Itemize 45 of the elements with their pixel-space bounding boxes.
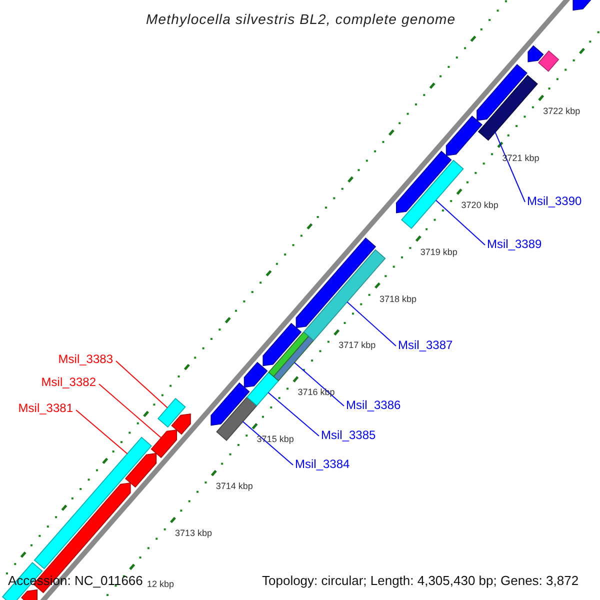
gene-block	[246, 372, 280, 406]
gene-block	[538, 50, 560, 72]
gene-block	[528, 45, 544, 62]
gene-block	[396, 150, 452, 214]
gene-block	[268, 331, 314, 382]
scale-label: 3720 kbp	[461, 198, 498, 212]
gene-label: Msil_3385	[321, 428, 376, 443]
scale-label: 3713 kbp	[175, 527, 212, 540]
scale-label: 3722 kbp	[543, 104, 580, 118]
gene-label: Msil_3389	[487, 237, 542, 252]
gene-block	[446, 116, 482, 156]
scale-label: 3714 kbp	[216, 480, 253, 494]
gene-label: Msil_3383	[58, 352, 113, 367]
title: Methylocella silvestris BL2, complete genome	[146, 10, 456, 29]
gene-block	[262, 322, 302, 366]
leader-line	[494, 132, 526, 202]
gene-block	[244, 362, 268, 388]
leader-line	[435, 200, 486, 246]
gene-block	[21, 589, 38, 600]
gene-block	[171, 413, 191, 435]
leader-line	[98, 384, 162, 438]
genome-info-text: Topology: circular; Length: 4,305,430 bp; Genes: 3,872	[262, 574, 579, 588]
accession-text: Accession: NC_011666	[8, 574, 143, 588]
gene-block	[210, 382, 250, 426]
gene-block	[296, 238, 376, 328]
gene-block	[157, 398, 186, 428]
leader-line	[242, 421, 294, 466]
leader-line	[294, 362, 344, 406]
gene-label: Msil_3387	[398, 338, 453, 353]
gene-block	[34, 436, 152, 570]
scale-label: 3719 kbp	[420, 246, 458, 259]
gene-label: Msil_3390	[527, 194, 582, 209]
gene-block	[476, 64, 528, 121]
gene-label: Msil_3386	[346, 398, 401, 413]
gene-label: Msil_3384	[295, 457, 350, 472]
gene-label: Msil_3382	[41, 375, 96, 390]
gene-block	[216, 396, 258, 441]
gene-label: Msil_3381	[18, 401, 73, 416]
gene-block	[478, 74, 538, 141]
gene-block	[124, 452, 157, 488]
scale-label: 3717 kbp	[338, 339, 376, 352]
scale-label: 12 kbp	[147, 578, 174, 591]
scale-label: 3718 kbp	[380, 292, 417, 306]
gene-block	[150, 429, 177, 458]
leader-line	[76, 410, 128, 454]
